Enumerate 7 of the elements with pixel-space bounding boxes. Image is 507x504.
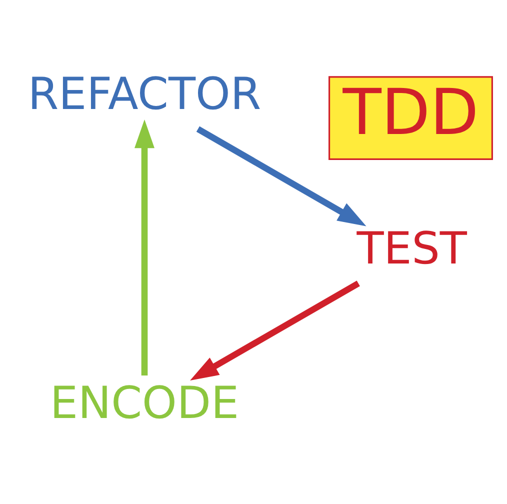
node-text: REFACTOR bbox=[28, 68, 262, 120]
node-text: ENCODE bbox=[50, 377, 239, 428]
node-text: TEST bbox=[356, 222, 467, 274]
arrow bbox=[190, 280, 360, 380]
arrow bbox=[196, 126, 366, 226]
arrow bbox=[134, 119, 154, 376]
label: TDD bbox=[342, 74, 479, 148]
